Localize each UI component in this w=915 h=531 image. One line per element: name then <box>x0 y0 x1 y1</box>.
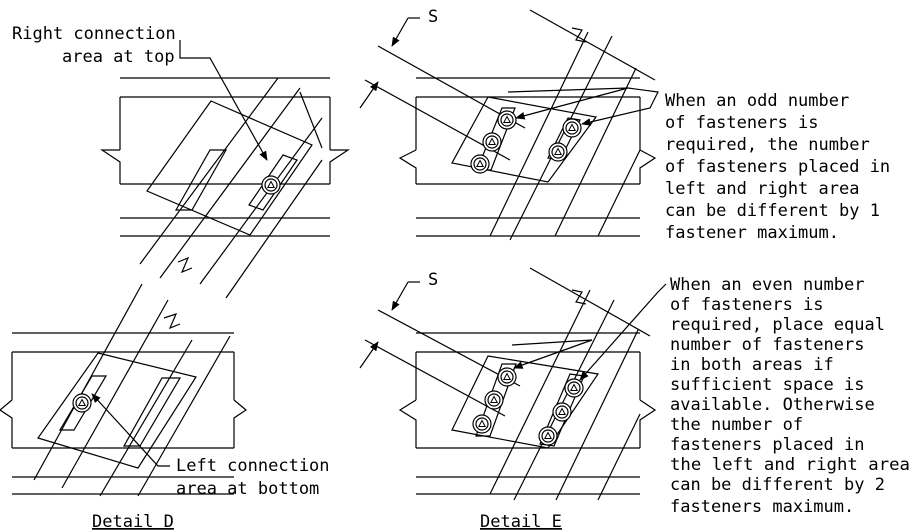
detail-d-callout-bottom-line1: Left connection <box>176 456 330 476</box>
note-even-line: fasteners placed in <box>670 435 864 455</box>
detail-e-note-odd: When an odd number of fasteners is requi… <box>665 91 890 243</box>
note-even-line: required, place equal <box>670 315 885 335</box>
note-odd-line: of fasteners placed in <box>665 157 890 177</box>
note-even-line: in both areas if <box>670 355 834 375</box>
note-even-line: fasteners maximum. <box>670 497 854 517</box>
note-odd-line: can be different by 1 <box>665 201 880 221</box>
note-even-line: available. Otherwise <box>670 395 875 415</box>
detail-e-upper-view <box>359 9 659 241</box>
note-even-line: number of fasteners <box>670 335 864 355</box>
detail-e-note-even: When an even number of fasteners is requ… <box>670 275 910 517</box>
note-odd-line: When an odd number <box>665 91 849 111</box>
note-even-line: When an even number <box>670 275 864 295</box>
detail-d-callout-bottom-line2: area at bottom <box>176 479 319 499</box>
detail-e-spacing-label-top: S <box>428 7 438 27</box>
detail-d-callout-top-line1: Right connection <box>12 24 176 44</box>
detail-e-spacing-label-bottom: S <box>428 270 438 290</box>
note-even-line: the left and right area <box>670 455 910 475</box>
detail-d-caption: Detail D <box>92 512 174 531</box>
note-even-line: can be different by 2 <box>670 475 885 495</box>
detail-e-caption: Detail E <box>480 512 562 531</box>
detail-d-callout-top-line2: area at top <box>62 47 175 67</box>
note-even-line: the number of <box>670 415 803 435</box>
note-odd-line: required, the number <box>665 135 870 155</box>
note-odd-line: fastener maximum. <box>665 223 839 243</box>
note-odd-line: of fasteners is <box>665 113 819 133</box>
note-odd-line: left and right area <box>665 179 859 199</box>
note-even-line: sufficient space is <box>670 375 864 395</box>
detail-e-lower-view <box>359 267 667 501</box>
detail-d-lower-view <box>0 283 248 497</box>
detail-d-upper-view <box>100 40 350 299</box>
note-even-line: of fasteners is <box>670 295 824 315</box>
